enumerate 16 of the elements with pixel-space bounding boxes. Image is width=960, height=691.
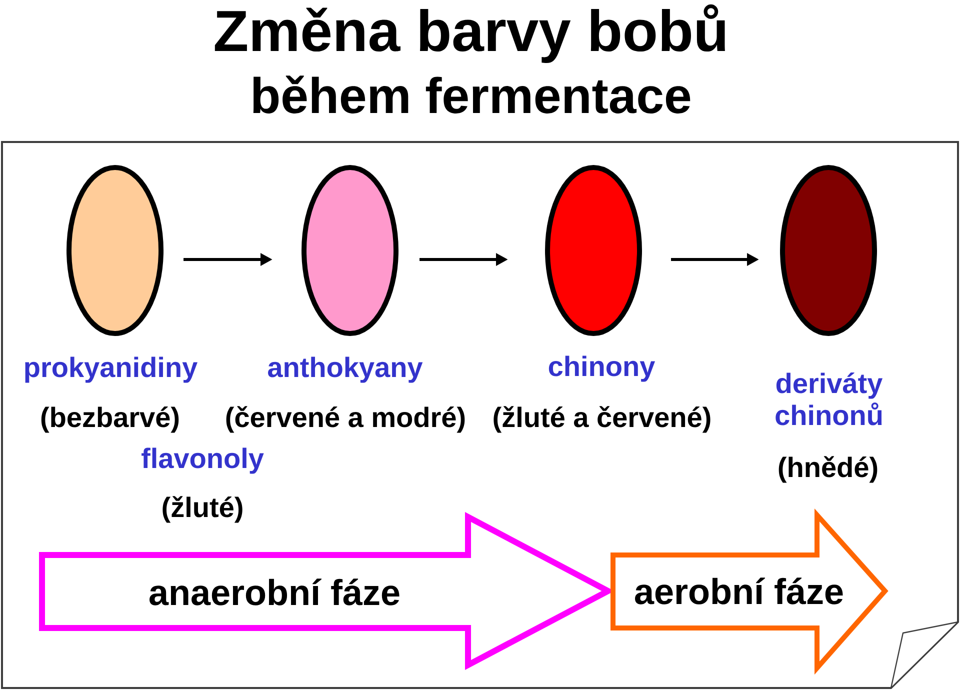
oval — [545, 165, 642, 336]
compound-name: deriváty chinonů — [776, 372, 883, 426]
color-note: (červené a modré) — [226, 406, 465, 433]
oval — [780, 165, 877, 336]
oval — [302, 165, 398, 336]
compound-name: anthokyany — [268, 356, 423, 383]
oval — [66, 165, 164, 336]
color-note: (bezbarvé) — [41, 406, 179, 433]
color-note: (žluté a červené) — [494, 406, 710, 433]
compound-name: flavonoly — [142, 448, 264, 474]
compound-name: chinony — [548, 356, 656, 382]
subtitle: během fermentace — [253, 76, 690, 114]
color-note: (žluté) — [162, 496, 242, 523]
compound-name: prokyanidiny — [25, 356, 198, 383]
color-note: (hnědé) — [778, 456, 878, 483]
title: Změna barvy bobů — [214, 4, 725, 64]
